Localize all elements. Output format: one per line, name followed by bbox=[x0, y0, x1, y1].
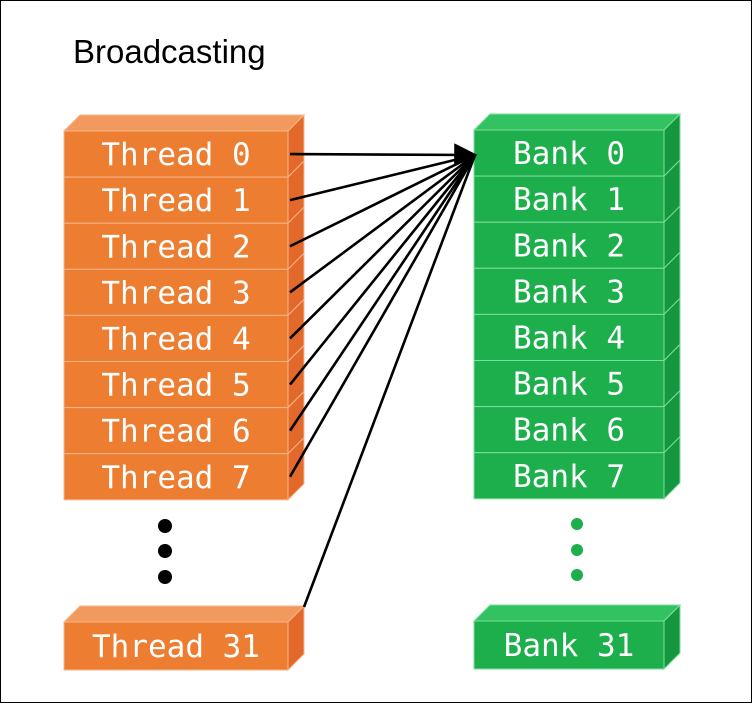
bank-cell-7-front bbox=[473, 452, 665, 500]
thread-cell-2-front bbox=[63, 222, 289, 270]
thread-cell-3: Thread 3 bbox=[63, 252, 305, 317]
thread-cell-4-front bbox=[63, 314, 289, 362]
thread-cell-0-front bbox=[63, 130, 289, 178]
thread-stack: Thread 0 Thread 1 Thread 2 Thread 3 Thread 4… bbox=[62, 113, 306, 672]
thread-cell-0-label: Thread 0 bbox=[101, 137, 250, 173]
arrow-thread-1-to-bank-0 bbox=[289, 153, 476, 202]
bank-stack: Bank 0 Bank 1 Bank 2 Bank 3 Bank 4 Bank 5 Bank… bbox=[472, 112, 682, 671]
arrow-thread-0-to-bank-0 bbox=[289, 143, 478, 167]
bank-cell-5-label: Bank 5 bbox=[513, 367, 625, 403]
thread-cell-31-front bbox=[63, 621, 289, 671]
bank-cell-4-label: Bank 4 bbox=[513, 320, 625, 356]
thread-cell-1-label: Thread 1 bbox=[101, 183, 250, 219]
thread-cell-3-label: Thread 3 bbox=[101, 275, 250, 311]
bank-cell-0-top bbox=[472, 113, 682, 131]
bank-cell-7-label: Bank 7 bbox=[513, 459, 625, 495]
broadcast-arrows bbox=[288, 143, 478, 608]
bank-cell-4-front bbox=[473, 313, 665, 361]
bank-cell-3: Bank 3 bbox=[473, 251, 681, 316]
bank-cell-0-label: Bank 0 bbox=[513, 136, 625, 172]
bank-dot-0 bbox=[571, 518, 583, 530]
thread-cell-5-front bbox=[63, 361, 289, 409]
thread-cell-7-label: Thread 7 bbox=[101, 460, 250, 496]
bank-cell-1: Bank 1 bbox=[473, 158, 681, 224]
thread-cell-31-label: Thread 31 bbox=[92, 629, 260, 665]
thread-cell-5: Thread 5 bbox=[63, 344, 305, 409]
bank-cell-1-front bbox=[473, 175, 665, 223]
arrow-thread-2-to-bank-0 bbox=[289, 153, 476, 248]
arrow-thread-7-to-bank-0 bbox=[288, 154, 477, 478]
thread-cell-2: Thread 2 bbox=[63, 205, 305, 271]
thread-cell-7: Thread 7 bbox=[63, 436, 305, 502]
arrow-thread-5-to-bank-0 bbox=[288, 154, 477, 386]
bank-cell-31: Bank 31 bbox=[472, 603, 682, 671]
bank-cell-2-front bbox=[473, 221, 665, 269]
thread-ellipsis bbox=[158, 519, 172, 584]
bank-cell-3-front bbox=[473, 267, 665, 315]
thread-dot-2 bbox=[158, 570, 172, 584]
diagram-title: Broadcasting bbox=[73, 33, 266, 70]
arrow-thread-31-to-bank-0 bbox=[302, 154, 477, 608]
bank-dot-2 bbox=[571, 569, 583, 581]
arrow-thread-6-to-bank-0 bbox=[288, 154, 477, 432]
thread-dot-1 bbox=[158, 544, 172, 558]
thread-cell-4: Thread 4 bbox=[63, 298, 305, 363]
bank-cell-1-label: Bank 1 bbox=[513, 182, 625, 218]
bank-cell-6-label: Bank 6 bbox=[513, 413, 625, 449]
bank-cell-2-label: Bank 2 bbox=[513, 228, 625, 264]
thread-cell-31: Thread 31 bbox=[62, 604, 306, 672]
thread-cell-2-label: Thread 2 bbox=[101, 229, 250, 265]
bank-ellipsis bbox=[571, 518, 583, 581]
bank-cell-0-front bbox=[473, 129, 665, 177]
bank-cell-2: Bank 2 bbox=[473, 204, 681, 270]
thread-cell-6-label: Thread 6 bbox=[101, 414, 250, 450]
thread-cell-6: Thread 6 bbox=[63, 390, 305, 455]
thread-cell-0: Thread 0 bbox=[62, 113, 306, 179]
bank-cell-31-top bbox=[472, 604, 682, 622]
thread-cell-4-label: Thread 4 bbox=[101, 321, 250, 357]
thread-cell-0-top bbox=[62, 114, 306, 132]
bank-cell-31-label: Bank 31 bbox=[504, 628, 635, 664]
thread-cell-6-front bbox=[63, 407, 289, 455]
thread-cell-31-top bbox=[62, 605, 306, 623]
thread-dot-0 bbox=[158, 519, 172, 533]
thread-cell-5-label: Thread 5 bbox=[101, 368, 250, 404]
bank-cell-0: Bank 0 bbox=[472, 112, 682, 178]
arrow-thread-4-to-bank-0 bbox=[289, 154, 476, 340]
bank-cell-31-front bbox=[473, 620, 665, 670]
bank-cell-7: Bank 7 bbox=[473, 435, 681, 501]
thread-cell-7-front bbox=[63, 453, 289, 501]
bank-dot-1 bbox=[571, 544, 583, 556]
bank-cell-3-label: Bank 3 bbox=[513, 274, 625, 310]
thread-cell-3-front bbox=[63, 268, 289, 316]
arrow-thread-3-to-bank-0 bbox=[289, 153, 476, 294]
